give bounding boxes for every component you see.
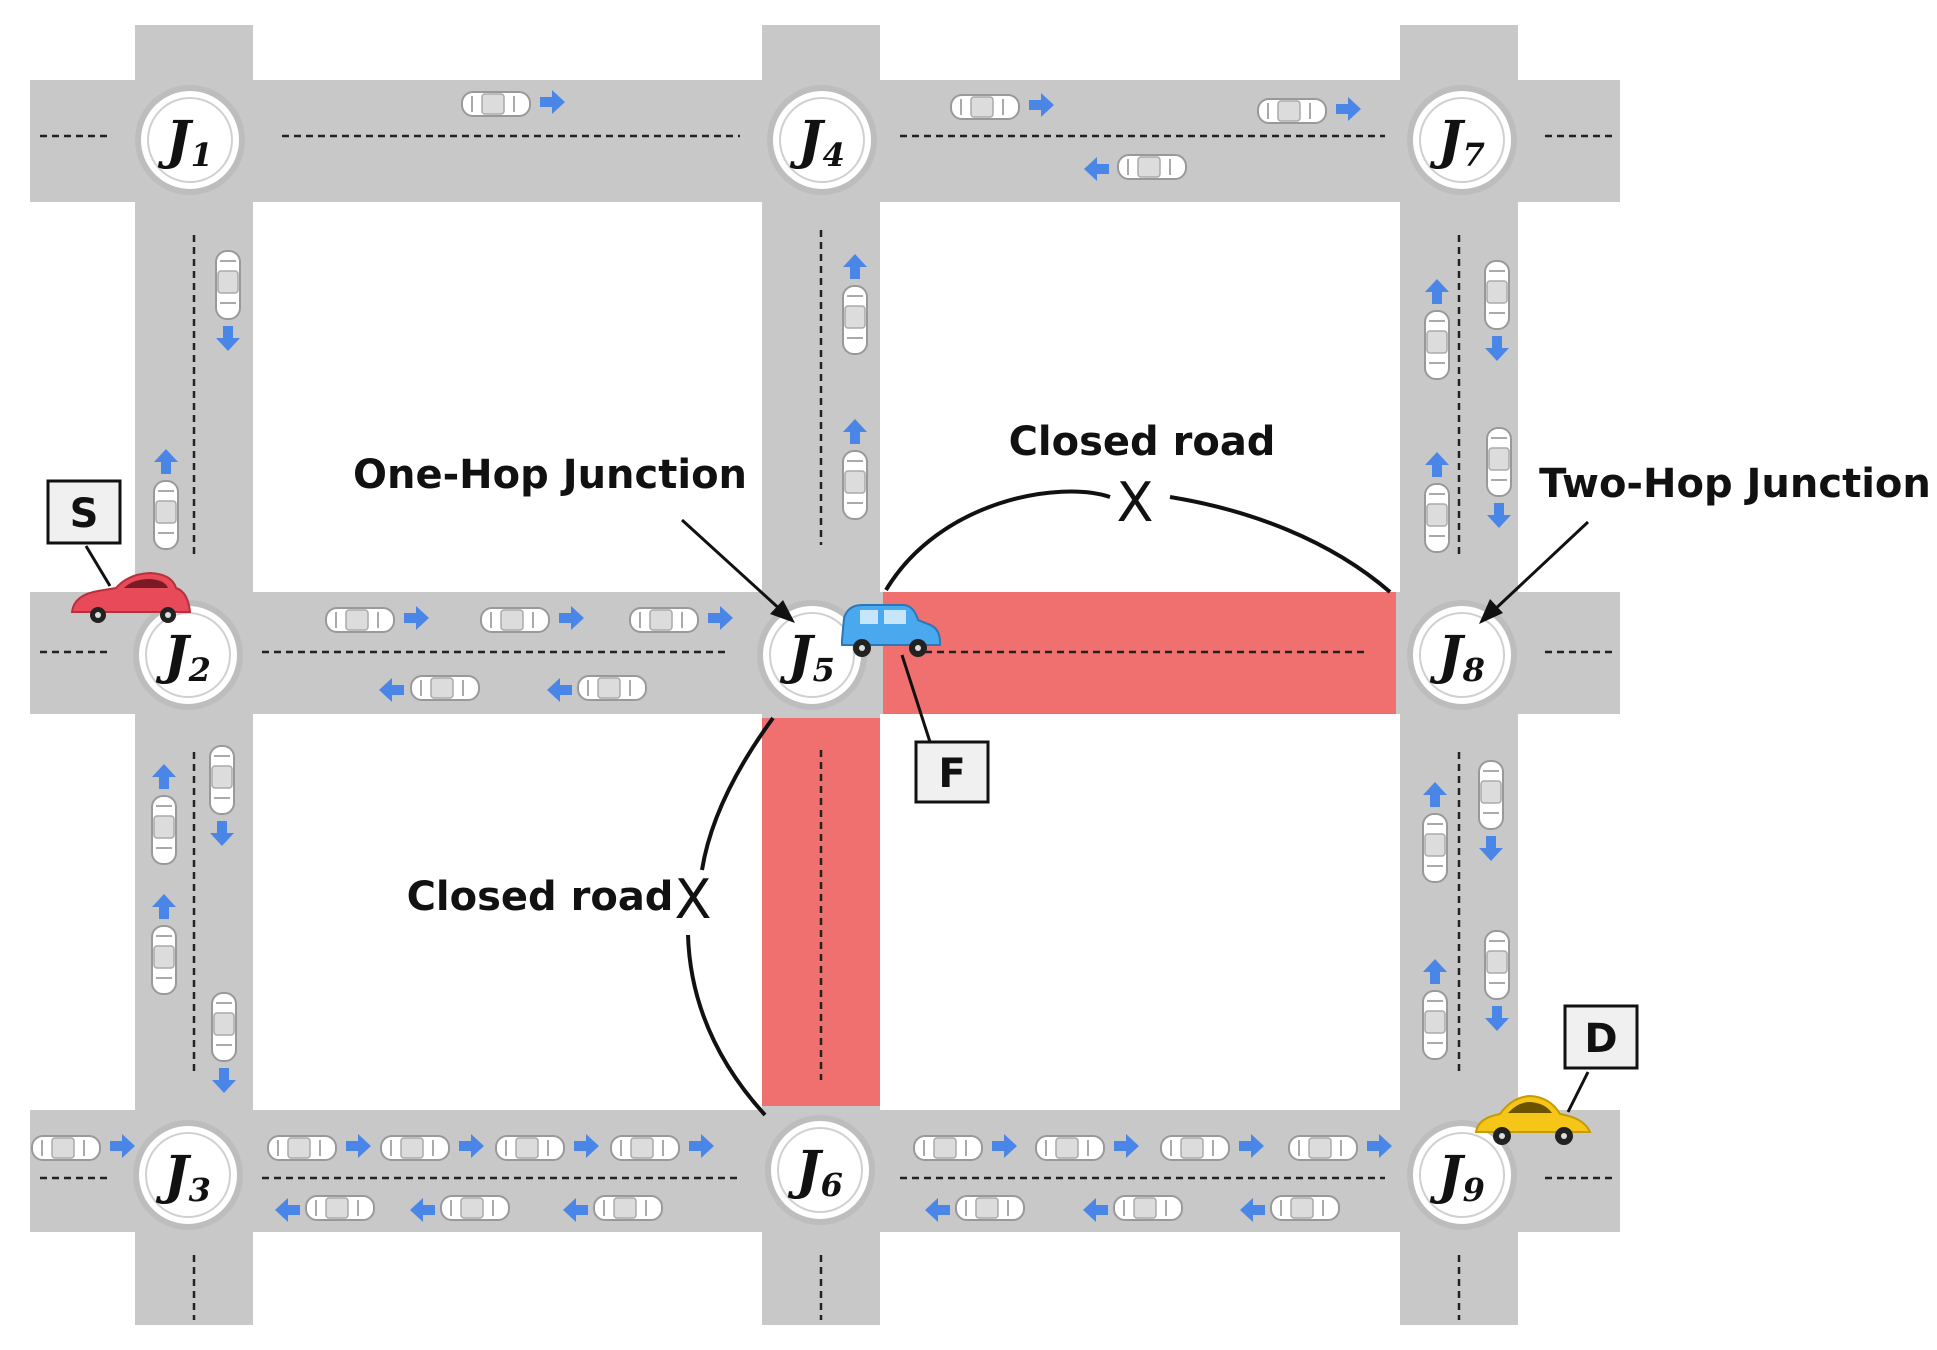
vehicle: [1424, 310, 1450, 380]
pointer-arrow-two-hop: [1479, 520, 1590, 624]
vehicle: [1288, 1135, 1358, 1161]
source-tag: S: [46, 479, 122, 545]
junction-j7: J7: [1407, 85, 1517, 195]
vehicle: [440, 1195, 510, 1221]
vehicle: [1486, 427, 1512, 497]
vehicle: [495, 1135, 565, 1161]
junction-j2: J2: [133, 600, 243, 710]
vehicle: [955, 1195, 1025, 1221]
vehicle: [1270, 1195, 1340, 1221]
closed-road-arc-left: [686, 716, 775, 1117]
closed-road-segment-j5-j8: [883, 592, 1396, 714]
forwarder-tag-label: F: [938, 751, 965, 797]
destination-tag-leader: [1566, 1071, 1590, 1113]
vehicle: [153, 480, 179, 550]
vehicle: [842, 285, 868, 355]
vehicle: [610, 1135, 680, 1161]
destination-tag: D: [1563, 1004, 1639, 1070]
vehicle: [1422, 990, 1448, 1060]
closed-road-arc-top: [884, 489, 1392, 594]
vehicle: [1478, 760, 1504, 830]
vehicle: [31, 1135, 101, 1161]
vehicle: [461, 91, 531, 117]
vehicle: [629, 607, 699, 633]
junction-j8: J8: [1407, 600, 1517, 710]
pointer-arrow-one-hop: [680, 518, 795, 623]
closed-mark-top: X: [1117, 471, 1154, 534]
vehicle: [151, 925, 177, 995]
vehicle: [325, 607, 395, 633]
one-hop-junction-label: One-Hop Junction: [353, 452, 747, 498]
junction-label: J1: [157, 110, 213, 174]
vehicle: [305, 1195, 375, 1221]
vehicle: [842, 450, 868, 520]
destination-car-icon: [1474, 1094, 1592, 1145]
forwarder-tag: F: [914, 740, 990, 804]
vehicle: [1484, 930, 1510, 1000]
junction-j3: J3: [133, 1120, 243, 1230]
forwarder-tag-leader: [900, 654, 932, 743]
vehicle: [267, 1135, 337, 1161]
vehicle: [1160, 1135, 1230, 1161]
vehicle: [480, 607, 550, 633]
source-tag-leader: [84, 545, 112, 587]
lane-markings: [40, 134, 1615, 1320]
junction-label: J4: [789, 110, 845, 174]
vehicle: [1113, 1195, 1183, 1221]
junction-j6: J6: [765, 1115, 875, 1225]
vehicle: [950, 94, 1020, 120]
junction-j4: J4: [767, 85, 877, 195]
destination-tag-label: D: [1584, 1016, 1617, 1062]
junction-label: J6: [787, 1140, 843, 1204]
vehicle: [151, 795, 177, 865]
vehicle: [1422, 813, 1448, 883]
vehicle: [1257, 98, 1327, 124]
junction-j9: J9: [1407, 1120, 1517, 1230]
vehicle: [215, 250, 241, 320]
closed-mark-left: X: [675, 868, 712, 931]
vehicle: [1117, 154, 1187, 180]
forwarder-car-icon: [841, 604, 941, 657]
vehicle: [380, 1135, 450, 1161]
source-tag-label: S: [70, 491, 99, 537]
vehicle: [913, 1135, 983, 1161]
closed-road-label-left: Closed road: [407, 874, 674, 920]
vehicle: [593, 1195, 663, 1221]
vehicle: [1035, 1135, 1105, 1161]
source-car-icon: [70, 571, 192, 623]
vehicle: [410, 675, 480, 701]
junction-j1: J1: [135, 85, 245, 195]
vehicle: [1484, 260, 1510, 330]
two-hop-junction-label: Two-Hop Junction: [1539, 461, 1931, 507]
vehicle: [1424, 483, 1450, 553]
vehicle: [211, 992, 237, 1062]
junction-j5: J5: [757, 600, 867, 710]
vehicle: [577, 675, 647, 701]
vehicle: [209, 745, 235, 815]
closed-road-label-top: Closed road: [1009, 419, 1276, 465]
